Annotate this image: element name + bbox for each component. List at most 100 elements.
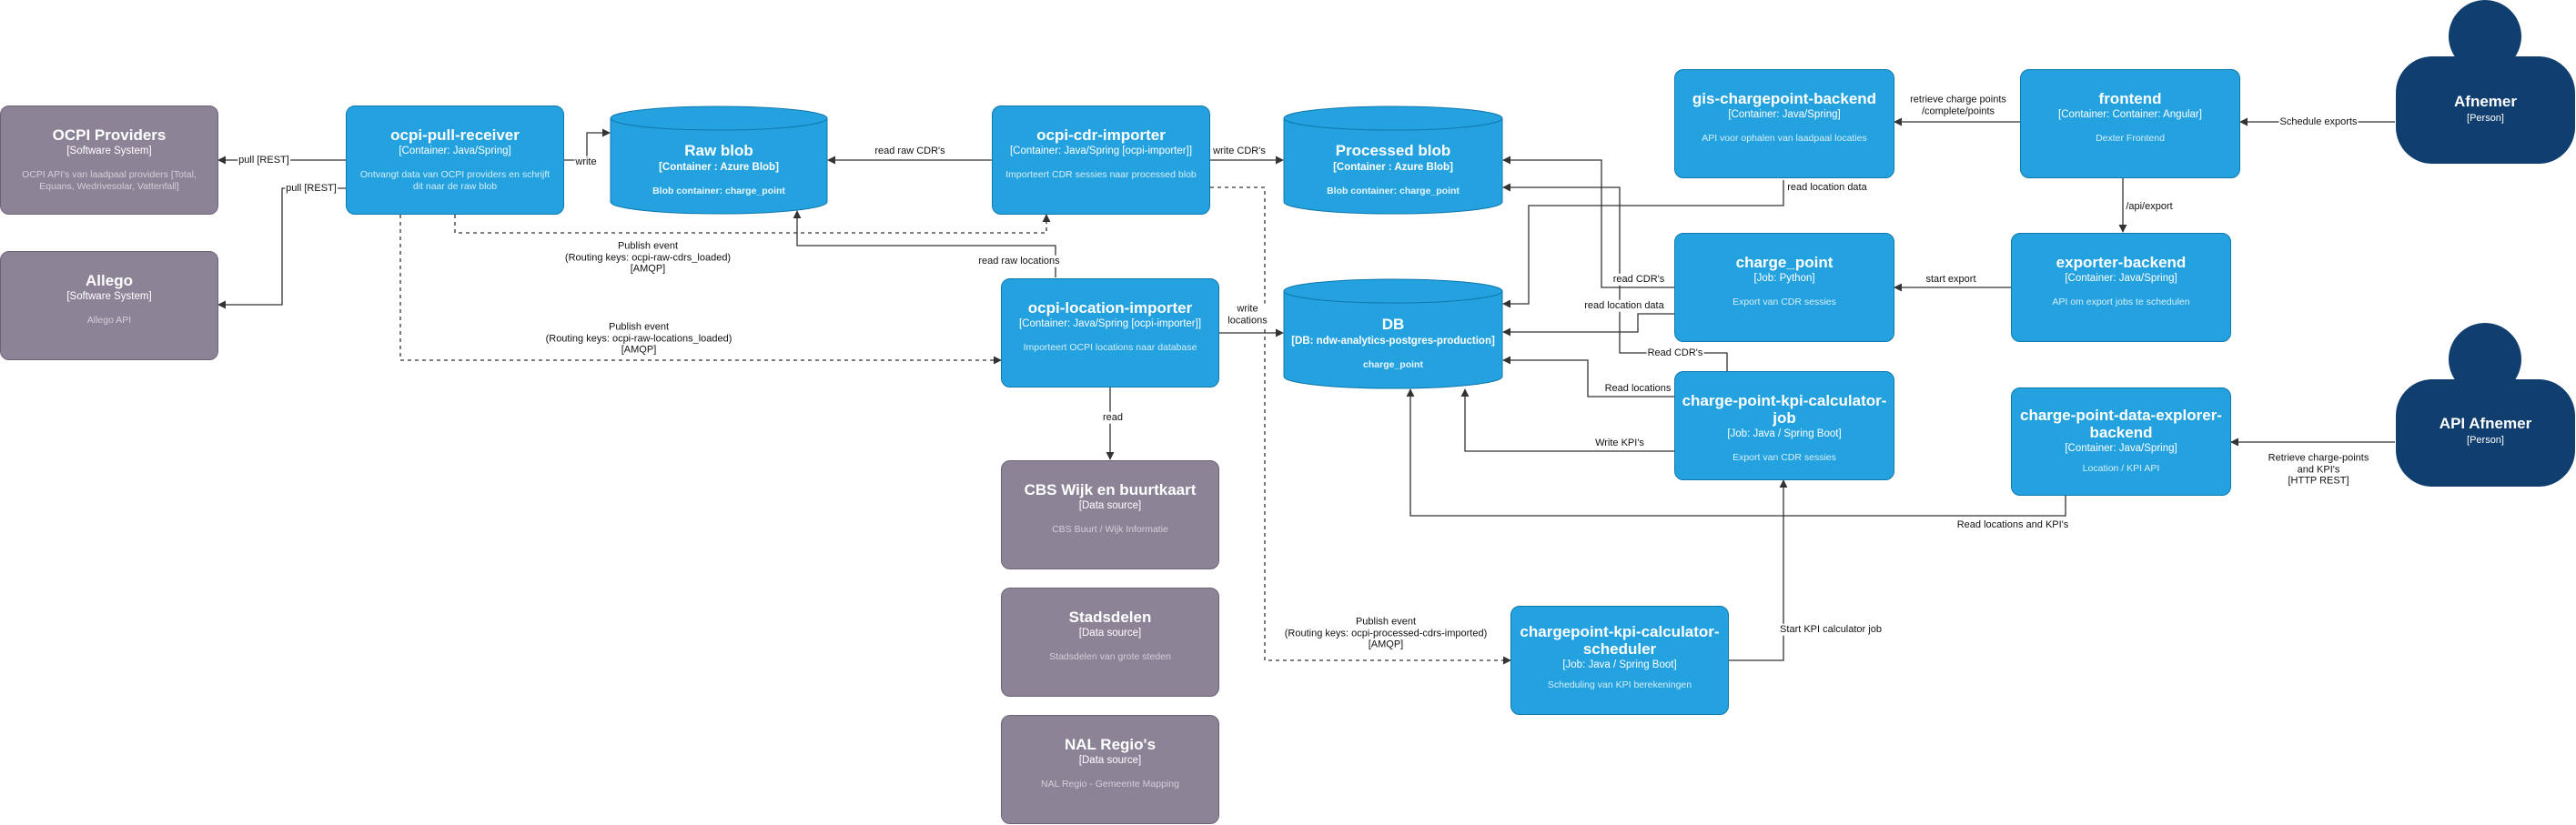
edge-read-raw-locations: [793, 210, 1056, 277]
node-description: Importeert OCPI locations naar database: [1023, 342, 1197, 353]
node-kind: [Container: Java/Spring [ocpi-importer]]: [1009, 146, 1193, 156]
person-afnemer-icon: [2396, 0, 2575, 164]
edge-kpi-read-cdrs: [1502, 183, 1728, 371]
node-title: Raw blob: [684, 142, 753, 159]
edge-label-start-kpi-job: Start KPI calculator job: [1779, 623, 1883, 636]
edge-label-read-locations: Read locations: [1603, 382, 1672, 395]
node-cbs[interactable]: CBS Wijk en buurtkaart [Data source] CBS…: [1001, 460, 1219, 569]
edge-event-processed: [1210, 186, 1511, 665]
node-description: NAL Regio - Gemeente Mapping: [1041, 779, 1179, 790]
node-raw-blob-shape: [610, 106, 828, 215]
node-raw-blob[interactable]: Raw blob [Container : Azure Blob] Blob c…: [610, 142, 828, 196]
node-ocpi-pull-receiver[interactable]: ocpi-pull-receiver [Container: Java/Spri…: [346, 106, 564, 215]
node-gis-chargepoint-backend[interactable]: gis-chargepoint-backend [Container: Java…: [1674, 69, 1894, 178]
edge-label-write-kpis: Write KPI's: [1594, 437, 1645, 449]
node-description: Export van CDR sessies: [1732, 452, 1836, 463]
edge-label-write: write: [574, 156, 598, 168]
node-kpi-calculator-job[interactable]: charge-point-kpi-calculator-job [Job: Ja…: [1674, 371, 1894, 480]
node-kind: [Container: Java/Spring [ocpi-importer]]: [1018, 318, 1202, 329]
node-title: exporter-backend: [2056, 254, 2187, 271]
edge-event-locations: [399, 215, 1002, 365]
node-description: Ontvangt data van OCPI providers en schr…: [359, 169, 551, 192]
node-kind: [Data source]: [1078, 628, 1142, 639]
node-nal-regios[interactable]: NAL Regio's [Data source] NAL Regio - Ge…: [1001, 715, 1219, 824]
node-title: Afnemer: [2454, 93, 2517, 110]
edge-label-write-cdrs: write CDR's: [1213, 145, 1266, 156]
node-title: chargepoint-kpi-calculator-scheduler: [1520, 623, 1720, 658]
node-kind: [DB: ndw-analytics-postgres-production]: [1291, 336, 1495, 347]
edge-label-retrieve-kpis: Retrieve charge-points and KPI's [HTTP R…: [2267, 452, 2370, 487]
edge-label-publish-locations: Publish event (Routing keys: ocpi-raw-lo…: [544, 321, 733, 356]
node-kind: [Job: Python]: [1753, 273, 1815, 284]
node-description: Location / KPI API: [2082, 463, 2160, 474]
node-title: charge-point-kpi-calculator-job: [1682, 392, 1887, 427]
node-ocpi-providers[interactable]: OCPI Providers [Software System] OCPI AP…: [0, 106, 218, 215]
node-title: charge-point-data-explorer-backend: [2020, 407, 2222, 441]
node-kind: [Container: Java/Spring]: [2065, 273, 2177, 284]
node-exporter-backend[interactable]: exporter-backend [Container: Java/Spring…: [2011, 233, 2231, 342]
edge-label-read-raw-cdrs: read raw CDR's: [874, 145, 945, 156]
node-kind: [Container: Java/Spring]: [399, 146, 511, 156]
edge-label-retrieve-charge-points: retrieve charge points /complete/points: [1909, 94, 2007, 117]
edge-label-read-location-data: read location data: [1583, 299, 1665, 312]
node-db-shape: [1283, 278, 1503, 389]
edge-label-pull-rest-2: pull [REST]: [285, 182, 338, 195]
node-allego[interactable]: Allego [Software System] Allego API: [0, 251, 218, 360]
node-stadsdelen[interactable]: Stadsdelen [Data source] Stadsdelen van …: [1001, 588, 1219, 697]
edge-label-start-export: start export: [1924, 273, 1977, 286]
node-title: OCPI Providers: [52, 126, 167, 144]
edge-label-schedule-exports: Schedule exports: [2278, 116, 2359, 128]
edge-gis-read-locations: [1502, 180, 1784, 308]
node-title: Processed blob: [1335, 142, 1451, 159]
node-charge-point[interactable]: charge_point [Job: Python] Export van CD…: [1674, 233, 1894, 342]
node-kind: [Software System]: [66, 291, 152, 302]
node-kind: [Person]: [2467, 435, 2504, 446]
node-description: Stadsdelen van grote steden: [1049, 651, 1171, 662]
node-processed-blob[interactable]: Processed blob [Container : Azure Blob] …: [1283, 142, 1503, 196]
node-ocpi-location-importer[interactable]: ocpi-location-importer [Container: Java/…: [1001, 278, 1219, 387]
node-title: Stadsdelen: [1068, 609, 1152, 626]
edge-kpi-write: [1460, 388, 1674, 452]
edge-label-pull-rest-1: pull [REST]: [237, 154, 290, 166]
edge-cp-read-location: [1502, 313, 1674, 337]
node-title: ocpi-pull-receiver: [390, 126, 520, 144]
edge-label-read-cdrs-kpi: Read CDR's: [1646, 347, 1704, 359]
node-description: API voor ophalen van laadpaal locaties: [1702, 133, 1867, 144]
node-ocpi-cdr-importer[interactable]: ocpi-cdr-importer [Container: Java/Sprin…: [992, 106, 1210, 215]
node-kind: [Container : Azure Blob]: [659, 162, 779, 173]
node-description: Allego API: [86, 315, 132, 326]
edge-event-cdrs: [454, 214, 1051, 234]
node-data-explorer-backend[interactable]: charge-point-data-explorer-backend [Cont…: [2011, 387, 2231, 496]
node-title: gis-chargepoint-backend: [1692, 90, 1877, 107]
edge-pull-allego: [217, 187, 346, 309]
node-api-afnemer[interactable]: API Afnemer [Person]: [2395, 415, 2576, 446]
node-title: frontend: [2098, 90, 2162, 107]
edge-explorer-read: [1406, 388, 2066, 517]
node-description: Blob container: charge_point: [1327, 186, 1460, 196]
person-api-afnemer-icon: [2396, 323, 2575, 487]
edge-label-publish-cdrs: Publish event (Routing keys: ocpi-raw-cd…: [563, 240, 732, 275]
node-kind: [Container: Java/Spring]: [1728, 109, 1841, 120]
node-description: Importeert CDR sessies naar processed bl…: [1005, 169, 1197, 180]
node-description: Dexter Frontend: [2096, 133, 2165, 144]
node-title: CBS Wijk en buurtkaart: [1024, 481, 1197, 498]
node-description: OCPI API's van laadpaal providers [Total…: [22, 169, 197, 192]
node-kind: [Data source]: [1078, 755, 1142, 766]
node-kind: [Software System]: [66, 146, 152, 156]
node-frontend[interactable]: frontend [Container: Container: Angular]…: [2020, 69, 2240, 178]
edge-label-publish-processed: Publish event (Routing keys: ocpi-proces…: [1283, 616, 1489, 650]
node-kind: [Data source]: [1078, 500, 1142, 511]
node-title: API Afnemer: [2439, 415, 2532, 432]
edge-label-write-locations: write locations: [1227, 303, 1268, 327]
node-kind: [Job: Java / Spring Boot]: [1727, 428, 1842, 439]
edge-cp-read-cdrs: [1502, 156, 1674, 288]
node-title: NAL Regio's: [1064, 736, 1157, 753]
node-description: Blob container: charge_point: [652, 186, 785, 196]
node-kpi-calculator-scheduler[interactable]: chargepoint-kpi-calculator-scheduler [Jo…: [1510, 606, 1729, 715]
node-title: charge_point: [1735, 254, 1834, 271]
edge-kpi-read-locations: [1502, 356, 1674, 397]
node-db[interactable]: DB [DB: ndw-analytics-postgres-productio…: [1283, 316, 1503, 370]
node-afnemer[interactable]: Afnemer [Person]: [2395, 93, 2576, 124]
edge-label-read-location-data-gis: read location data: [1786, 181, 1868, 194]
